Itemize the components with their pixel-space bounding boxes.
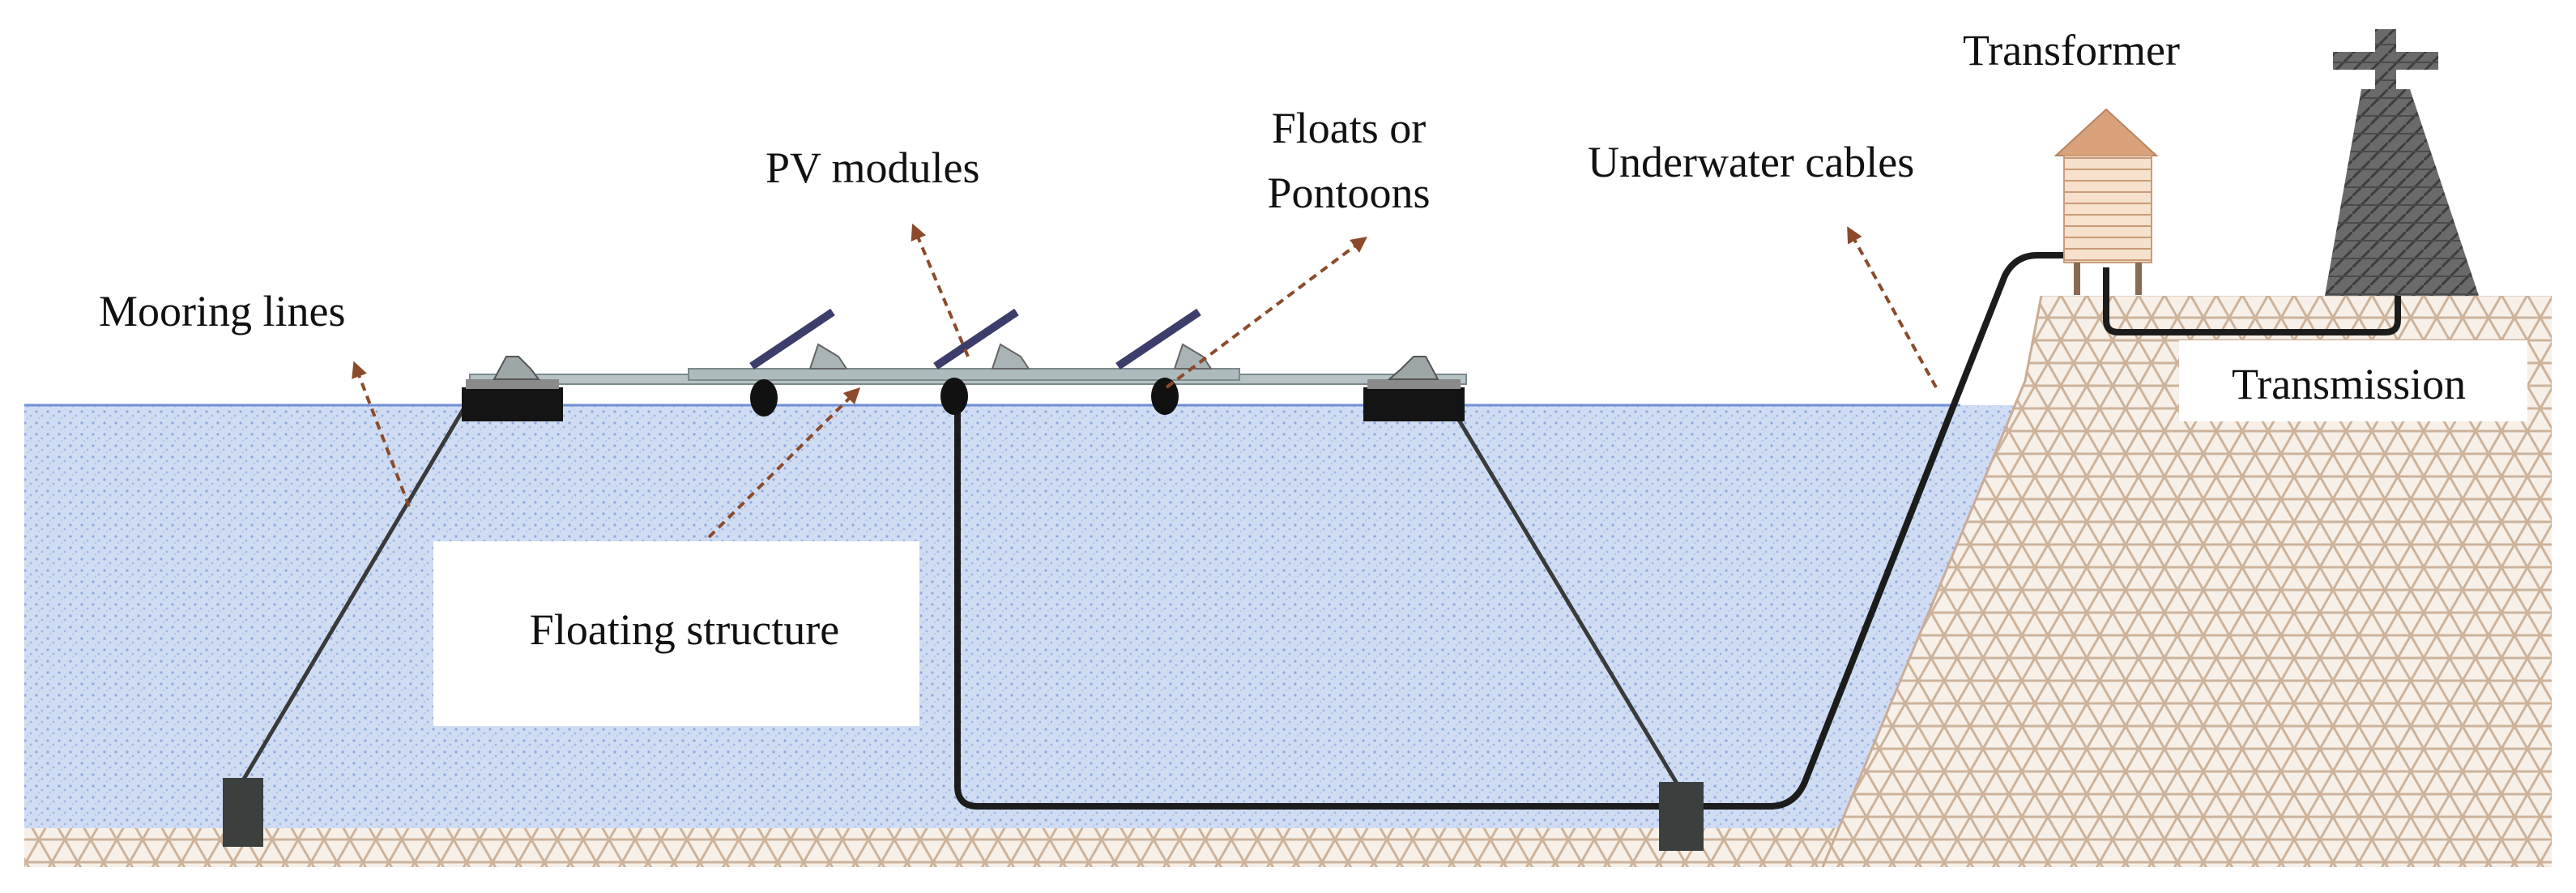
label-mooring-lines: Mooring lines bbox=[99, 287, 346, 335]
float-2 bbox=[940, 378, 968, 415]
pv-module-3 bbox=[1115, 308, 1213, 370]
arrow-floating-structure bbox=[707, 387, 861, 539]
label-pv-modules: PV modules bbox=[766, 143, 980, 192]
label-floats-line2: Pontoons bbox=[1267, 169, 1430, 217]
floating-structure bbox=[462, 356, 1467, 421]
anchor-right bbox=[1659, 782, 1704, 851]
floating-structure-label-box bbox=[433, 541, 919, 726]
float-1 bbox=[750, 379, 778, 417]
mooring-line-right bbox=[1448, 404, 1683, 792]
water-body bbox=[24, 405, 2025, 831]
end-pontoon-right bbox=[1363, 387, 1465, 421]
label-transformer: Transformer bbox=[1963, 26, 2180, 75]
underwater-cable bbox=[954, 252, 2078, 810]
label-underwater-cables: Underwater cables bbox=[1588, 138, 1914, 186]
shore-embankment bbox=[1823, 296, 2552, 867]
end-pontoon-left bbox=[462, 387, 563, 421]
transmission-label-bg bbox=[2179, 340, 2527, 421]
float-3 bbox=[1151, 378, 1179, 415]
arrow-pv-modules bbox=[911, 223, 970, 357]
pointer-arrows bbox=[352, 223, 1938, 539]
mooring-line-left bbox=[241, 404, 468, 782]
anchor-left bbox=[223, 778, 263, 847]
label-floating-structure: Floating structure bbox=[530, 605, 839, 654]
arrow-underwater-cables bbox=[1847, 226, 1938, 388]
label-floats-line1: Floats or bbox=[1272, 104, 1427, 152]
label-transmission: Transmission bbox=[2232, 360, 2466, 408]
transmission-tower bbox=[2325, 29, 2479, 296]
arrow-mooring-lines bbox=[352, 361, 411, 507]
pv-module-2 bbox=[933, 308, 1030, 370]
transmission-cable bbox=[2103, 186, 2401, 335]
pv-module-1 bbox=[749, 308, 848, 370]
transformer-house bbox=[2054, 108, 2159, 295]
